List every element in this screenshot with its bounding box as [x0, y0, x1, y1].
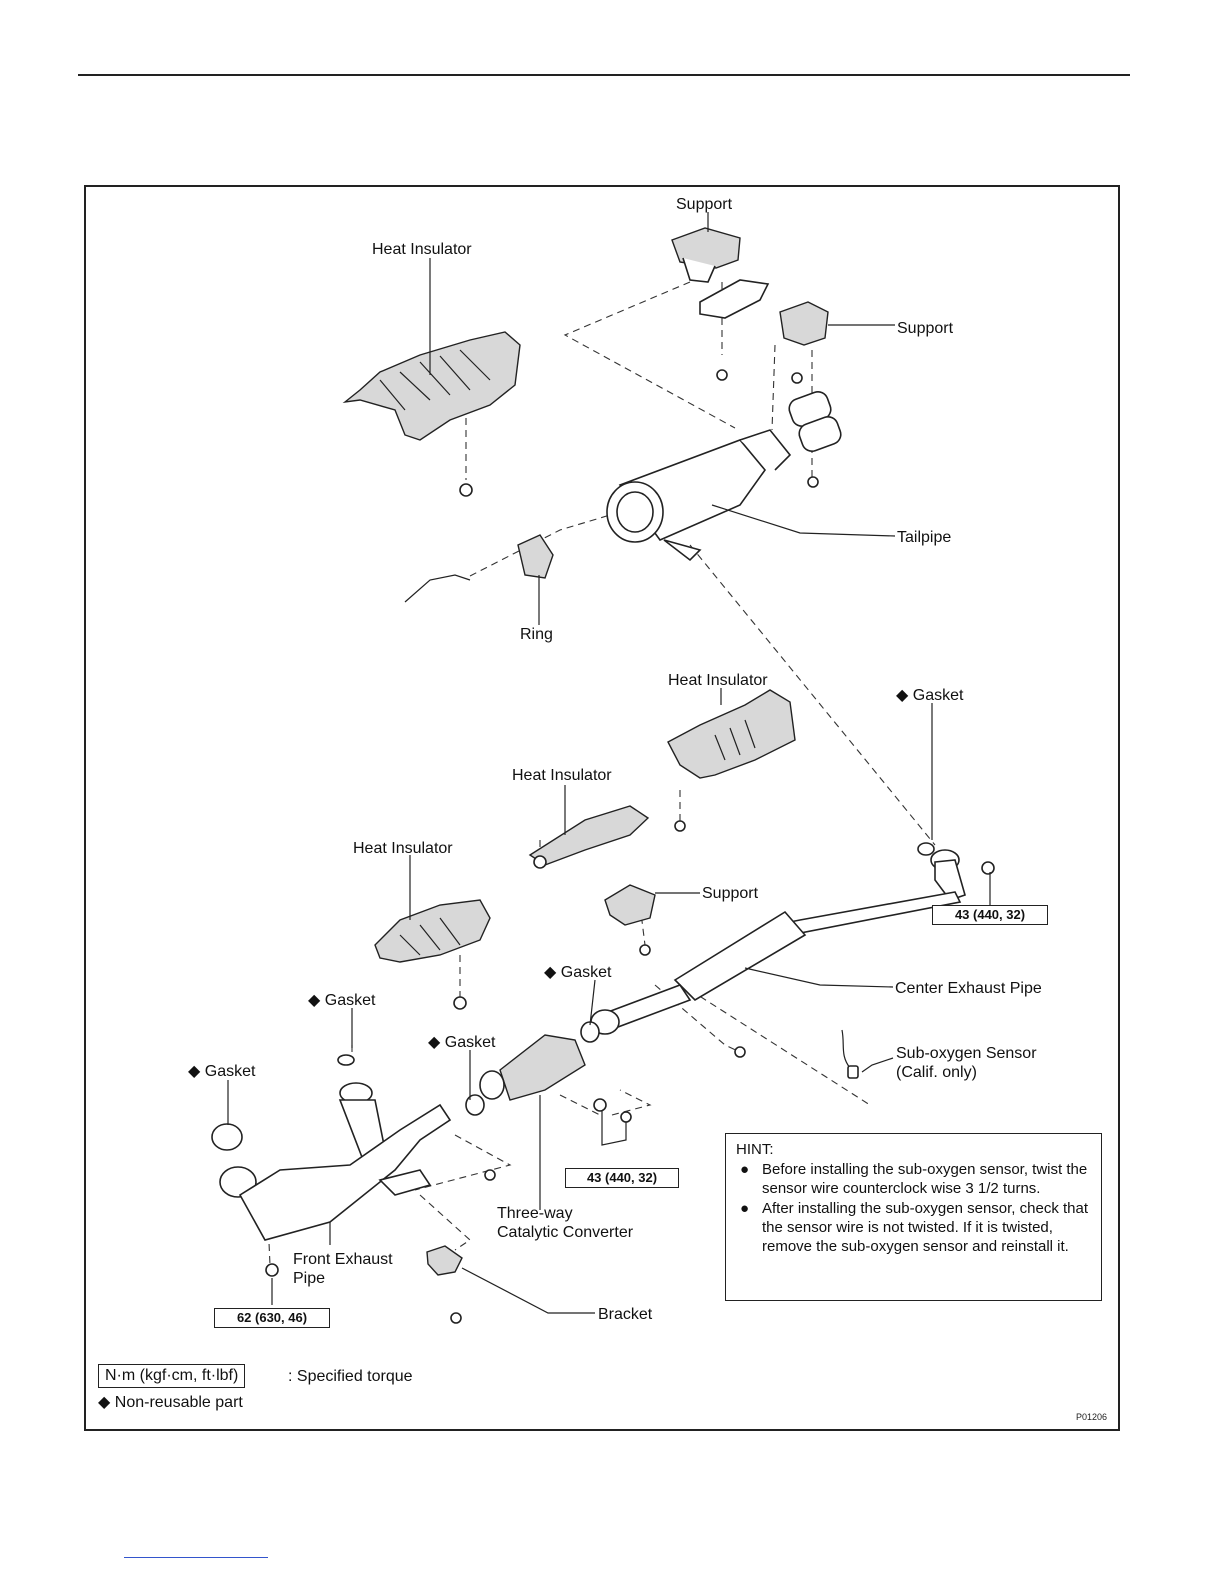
heat-insulator-left-label: Heat Insulator	[353, 840, 453, 857]
sub-oxygen-sensor-part	[841, 1029, 859, 1079]
ring-label: Ring	[520, 626, 553, 643]
diamond-icon: ◆	[98, 1394, 111, 1411]
gasket-center-label: ◆ Gasket	[544, 963, 611, 982]
diamond-icon: ◆	[544, 964, 557, 981]
sub-oxygen-sensor-line2: (Calif. only)	[896, 1064, 977, 1081]
front-exhaust-line2: Pipe	[293, 1270, 326, 1287]
front-exhaust-pipe-part	[211, 1054, 496, 1277]
front-exhaust-pipe-label: Front Exhaust Pipe	[293, 1250, 393, 1288]
support-right-part	[779, 301, 829, 384]
heat-insulator-left-part	[374, 899, 491, 1010]
gasket-middle-label: ◆ Gasket	[428, 1033, 495, 1052]
bottom-link-underline[interactable]	[124, 1557, 268, 1558]
diagram-frame	[84, 185, 1120, 1431]
catalytic-converter-part	[465, 1021, 632, 1123]
bullet-icon: ●	[740, 1200, 750, 1217]
hint-title: HINT:	[736, 1141, 774, 1158]
hint-item-2: ● After installing the sub-oxygen sensor…	[736, 1199, 1091, 1256]
legend-torque-unit: N·m (kgf·cm, ft·lbf)	[98, 1364, 246, 1388]
ring-part	[404, 534, 554, 603]
torque-spec-center: 43 (440, 32)	[565, 1168, 679, 1188]
hint-item-2-text: After installing the sub-oxygen sensor, …	[762, 1200, 1089, 1255]
support-right-label: Support	[897, 320, 954, 337]
bracket-label: Bracket	[598, 1306, 653, 1323]
center-exhaust-pipe-part	[590, 842, 995, 1058]
hint-item-1: ● Before installing the sub-oxygen senso…	[736, 1160, 1091, 1198]
support-top-label: Support	[676, 196, 733, 213]
support-center-label: Support	[702, 885, 759, 902]
legend-torque-text: : Specified torque	[288, 1368, 413, 1385]
support-top-part	[671, 227, 770, 381]
three-way-catalytic-converter-label: Three-way Catalytic Converter	[497, 1204, 633, 1242]
gasket-left-upper-text: Gasket	[324, 992, 376, 1009]
bracket-part	[426, 1245, 463, 1324]
three-way-line1: Three-way	[497, 1205, 573, 1222]
gasket-far-left-text: Gasket	[204, 1063, 256, 1080]
diamond-icon: ◆	[896, 687, 909, 704]
legend-nonreusable: ◆ Non-reusable part	[98, 1393, 243, 1413]
heat-insulator-center-part	[528, 805, 650, 869]
torque-spec-front: 62 (630, 46)	[214, 1308, 330, 1328]
gasket-middle-text: Gasket	[444, 1034, 496, 1051]
hint-item-1-text: Before installing the sub-oxygen sensor,…	[762, 1161, 1088, 1197]
three-way-line2: Catalytic Converter	[497, 1224, 634, 1241]
heat-insulator-center-right-label: Heat Insulator	[668, 672, 768, 689]
top-rule	[78, 74, 1130, 76]
diamond-icon: ◆	[188, 1063, 201, 1080]
tailpipe-part	[606, 391, 842, 562]
leader-lines	[227, 212, 991, 1314]
tailpipe-label: Tailpipe	[897, 529, 952, 546]
diamond-icon: ◆	[308, 992, 321, 1009]
sub-oxygen-sensor-label: Sub-oxygen Sensor (Calif. only)	[896, 1044, 1037, 1082]
heat-insulator-top-label: Heat Insulator	[372, 241, 472, 258]
legend-nonreusable-text: Non-reusable part	[114, 1394, 243, 1411]
torque-spec-right: 43 (440, 32)	[932, 905, 1048, 925]
gasket-far-left-label: ◆ Gasket	[188, 1062, 255, 1081]
bullet-icon: ●	[740, 1161, 750, 1178]
gasket-left-upper-label: ◆ Gasket	[308, 991, 375, 1010]
heat-insulator-center-right-part	[667, 689, 796, 832]
center-exhaust-pipe-label: Center Exhaust Pipe	[895, 980, 1042, 997]
sub-oxygen-sensor-line1: Sub-oxygen Sensor	[896, 1045, 1037, 1062]
figure-code: P01206	[1076, 1412, 1108, 1422]
front-exhaust-line1: Front Exhaust	[293, 1251, 393, 1268]
support-center-part	[604, 884, 656, 956]
heat-insulator-center-label: Heat Insulator	[512, 767, 612, 784]
hint-box: HINT: ● Before installing the sub-oxygen…	[725, 1133, 1102, 1301]
heat-insulator-top-part	[342, 331, 521, 497]
diamond-icon: ◆	[428, 1034, 441, 1051]
gasket-center-text: Gasket	[560, 964, 612, 981]
gasket-right-text: Gasket	[912, 687, 964, 704]
gasket-right-label: ◆ Gasket	[896, 686, 963, 705]
